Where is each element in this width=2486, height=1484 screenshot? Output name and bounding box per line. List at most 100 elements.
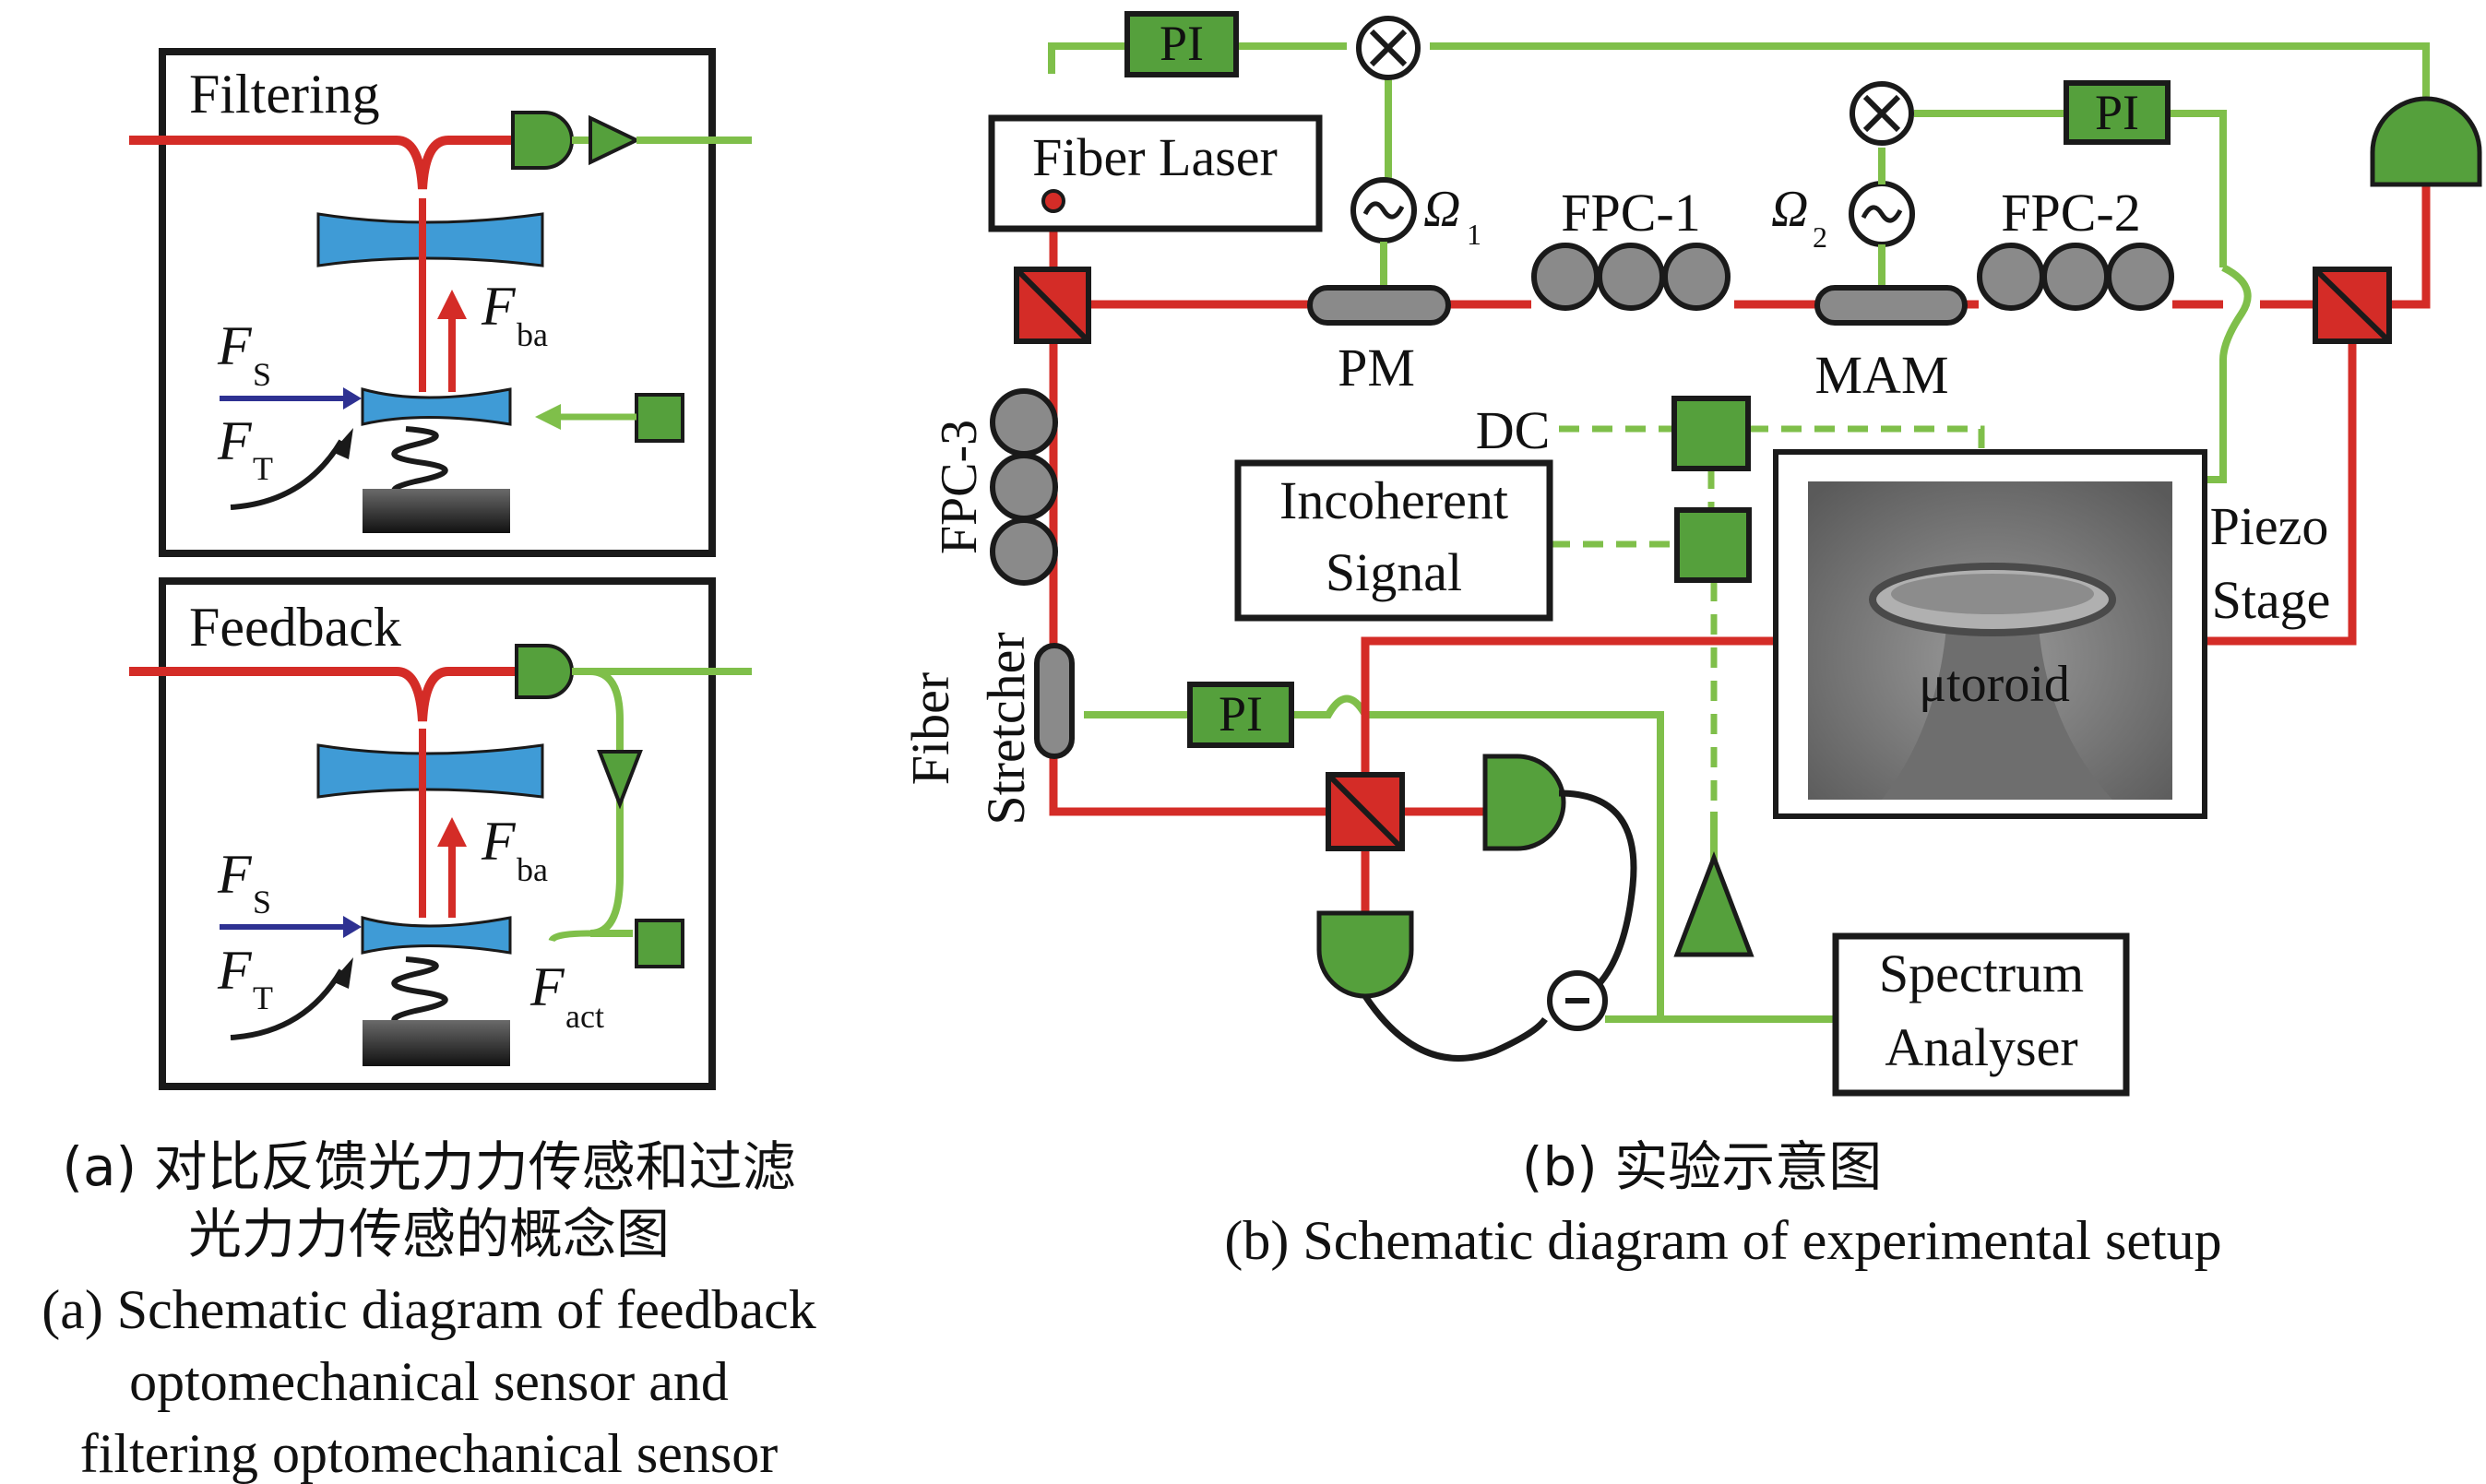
ft-label-main: F — [217, 940, 253, 1001]
fpc2-label: FPC-2 — [2001, 183, 2141, 243]
caption-b-cn: (b) 实验示意图 — [1522, 1135, 1883, 1198]
piezo-label-2: Stage — [2212, 570, 2331, 630]
mixer-icon — [1850, 81, 1914, 146]
photodetector-icon — [1482, 754, 1566, 851]
pm-label: PM — [1338, 338, 1415, 398]
incoherent-label-2: Signal — [1326, 542, 1462, 602]
beam-splitter-icon — [1014, 267, 1091, 344]
thermal-force-arrow — [332, 957, 353, 989]
incoherent-signal-box — [1234, 459, 1553, 622]
fpc1-icon — [1531, 243, 1731, 311]
fs-label-main: F — [217, 844, 253, 905]
fiber-laser-label: Fiber Laser — [1032, 127, 1278, 187]
input-laser-beam — [129, 136, 517, 190]
fpc1-label: FPC-1 — [1561, 183, 1701, 243]
fs-label-sub: S — [253, 884, 271, 920]
fs-label-main: F — [217, 315, 253, 376]
fpc3-icon — [990, 388, 1058, 586]
filtering-title: Filtering — [189, 64, 380, 125]
spectrum-label-2: Analyser — [1885, 1017, 2077, 1077]
amplifier-icon — [597, 750, 643, 810]
actuator-square — [635, 919, 684, 968]
piezo-label-1: Piezo — [2210, 496, 2329, 556]
amplitude-modulator — [1814, 285, 1968, 326]
cavity-top-mirror — [316, 212, 544, 267]
caption-b-en: (b) Schematic diagram of experimental se… — [1224, 1210, 2221, 1271]
signal-force-arrow — [343, 916, 362, 938]
fpc3-label: FPC-3 — [931, 420, 988, 554]
subtractor-icon — [1547, 970, 1608, 1031]
spring-icon — [391, 956, 448, 1030]
mixer-icon — [1356, 16, 1421, 80]
phase-modulator — [1307, 285, 1451, 326]
mechanical-resonator — [361, 387, 512, 426]
photodetector-icon — [515, 644, 574, 699]
fs-label-sub: S — [253, 356, 271, 393]
actuator-arrow — [535, 404, 561, 430]
fba-label-main: F — [481, 276, 517, 337]
cavity-top-mirror — [316, 743, 544, 799]
fact-label-sub: act — [565, 998, 604, 1035]
omega1-main: Ω — [1423, 181, 1461, 238]
ft-label-main: F — [217, 410, 253, 471]
photodetector-icon — [1316, 910, 1414, 999]
actuator-square — [635, 393, 684, 443]
fba-label-sub: ba — [517, 851, 548, 888]
incoherent-label-1: Incoherent — [1279, 470, 1508, 530]
amplifier-icon — [1673, 850, 1754, 957]
fba-label-sub: ba — [517, 316, 548, 353]
dc-source-square — [1671, 396, 1751, 471]
omega1-sub: 1 — [1467, 218, 1481, 251]
caption-a-cn-line2: 光力力传感的概念图 — [188, 1203, 670, 1265]
ft-label-sub: T — [253, 450, 273, 487]
photodetector-icon — [511, 111, 574, 170]
oscillator-icon — [1849, 181, 1915, 247]
amplifier-icon — [589, 114, 641, 166]
pi-label-2: PI — [2095, 85, 2139, 140]
input-laser-beam — [129, 667, 517, 722]
fiber-stretcher-label-1: Fiber — [900, 672, 960, 785]
caption-a-cn-line1: (a) 对比反馈光力力传感和过滤 — [62, 1135, 795, 1198]
caption-b: (b) 实验示意图 (b) Schematic diagram of exper… — [1224, 1135, 2221, 1271]
utoroid-label: μtoroid — [1919, 656, 2070, 713]
pi-label-1: PI — [1160, 16, 1204, 71]
laser-output-port — [1041, 189, 1065, 213]
oscillator-icon — [1350, 177, 1417, 243]
caption-a-en-line3: filtering optomechanical sensor — [80, 1423, 778, 1484]
ground-base — [363, 489, 510, 533]
signal-force-arrow — [343, 387, 362, 410]
fba-label-main: F — [481, 811, 517, 872]
mechanical-resonator — [361, 916, 512, 955]
fiber-stretcher-icon — [1034, 643, 1075, 759]
utoroid-pillar — [1882, 627, 2112, 800]
setup-diagram: PI PI PI Ω 1 Ω 2 Fiber Lase — [900, 11, 2482, 1097]
feedback-title: Feedback — [189, 597, 401, 658]
pi-controller-box — [2064, 80, 2171, 145]
fact-label-main: F — [529, 956, 565, 1017]
dc-label: DC — [1476, 400, 1551, 460]
spring-icon — [391, 426, 448, 501]
fiber-laser-box — [988, 114, 1323, 232]
caption-a-en-line1: (a) Schematic diagram of feedback — [42, 1279, 816, 1340]
caption-a-en-line2: optomechanical sensor and — [129, 1351, 729, 1412]
omega2-main: Ω — [1771, 181, 1809, 238]
beam-splitter-icon — [1326, 772, 1405, 851]
signal-combiner-square — [1674, 507, 1752, 583]
pi-label-3: PI — [1219, 686, 1263, 742]
mam-label: MAM — [1814, 345, 1948, 405]
omega2-sub: 2 — [1813, 220, 1827, 254]
filtering-panel: Filtering F S F T F ba — [129, 48, 752, 557]
feedback-loop-line — [589, 668, 633, 937]
fiber-stretcher-label-2: Stretcher — [976, 632, 1036, 825]
pi-controller-box — [1124, 11, 1239, 77]
feedback-panel: Feedback F S F T F ba F act — [129, 577, 752, 1090]
thermal-force-arrow — [332, 428, 353, 459]
photodetector-icon — [2370, 96, 2482, 187]
ft-label-sub: T — [253, 979, 273, 1016]
fpc2-icon — [1977, 243, 2174, 311]
spectrum-analyser-box — [1832, 932, 2130, 1097]
pi-controller-box — [1187, 682, 1294, 748]
spectrum-label-1: Spectrum — [1879, 944, 2084, 1003]
ground-base — [363, 1020, 510, 1066]
